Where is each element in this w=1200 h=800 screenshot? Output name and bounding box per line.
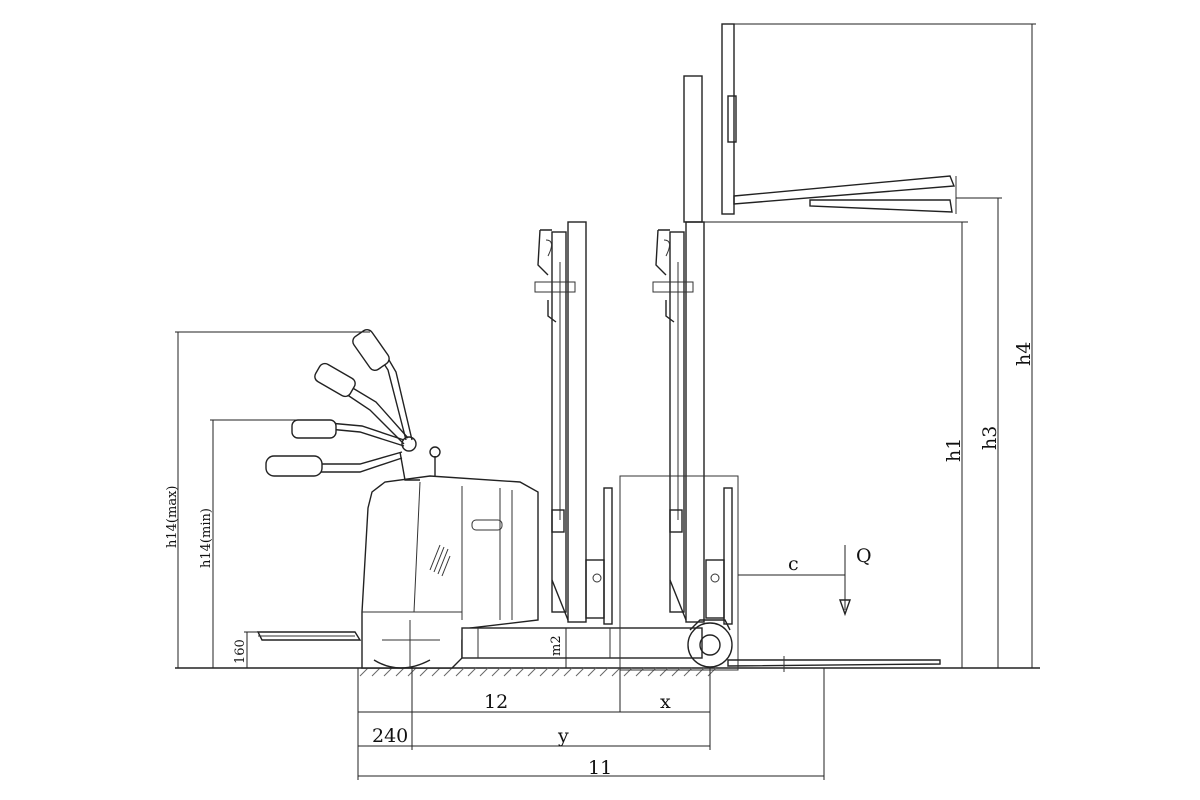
label-m2: m2 xyxy=(549,635,564,656)
label-h1: h1 xyxy=(943,438,965,462)
label-11: 11 xyxy=(588,757,612,779)
label-240: 240 xyxy=(372,725,408,747)
vent-grille xyxy=(429,544,451,577)
label-q: Q xyxy=(856,545,872,567)
forks-raised xyxy=(721,23,957,215)
label-h14-min: h14(min) xyxy=(199,508,214,568)
label-160: 160 xyxy=(233,639,248,664)
load-center xyxy=(738,545,851,617)
label-h14-max: h14(max) xyxy=(165,486,180,548)
label-h4: h4 xyxy=(1013,342,1035,366)
dimensions-bottom xyxy=(357,668,825,780)
label-x: x xyxy=(660,691,671,713)
operator-platform xyxy=(256,631,362,641)
dimensions-right xyxy=(704,23,1036,668)
dimensions-left xyxy=(175,331,567,668)
label-h3: h3 xyxy=(979,426,1001,450)
ground xyxy=(175,667,1040,677)
mast-extended xyxy=(619,75,739,671)
label-y: y xyxy=(557,725,569,747)
label-12: 12 xyxy=(484,691,508,713)
chassis-legs xyxy=(461,619,733,668)
mast-retracted xyxy=(534,221,613,625)
tiller-handles xyxy=(265,328,441,481)
forks-low xyxy=(727,656,941,672)
label-c: c xyxy=(788,553,799,575)
